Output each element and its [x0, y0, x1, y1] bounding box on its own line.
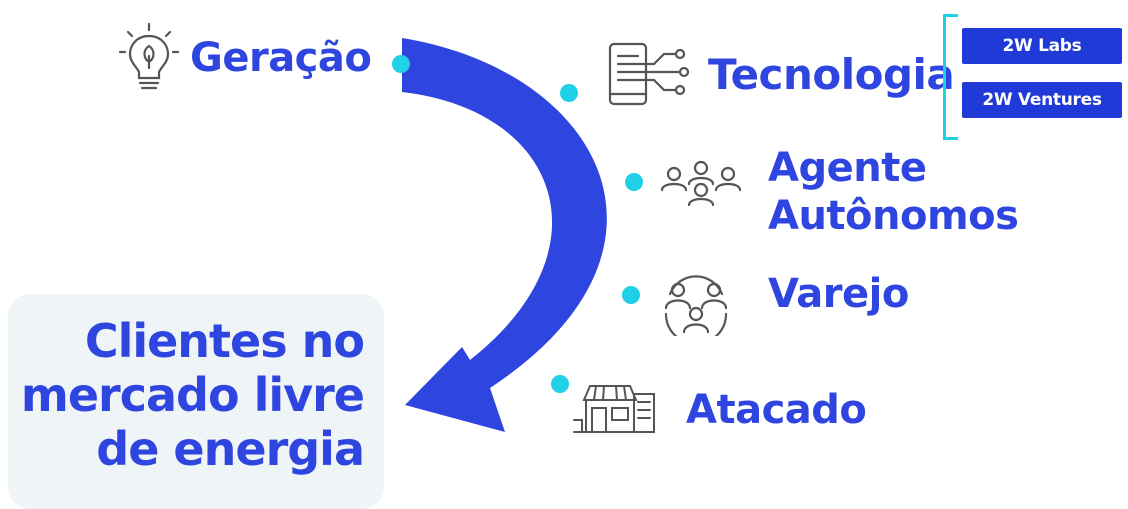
node-dot-geracao	[392, 55, 410, 73]
node-dot-agente	[625, 173, 643, 191]
node-dot-tecnologia	[560, 84, 578, 102]
storefront-icon	[573, 385, 655, 433]
lightbulb-leaf-icon	[118, 22, 180, 90]
label-tecnologia: Tecnologia	[708, 50, 955, 99]
label-atacado: Atacado	[686, 387, 867, 433]
clients-line-2: mercado livre	[20, 368, 365, 422]
clients-line-3: de energia	[96, 422, 365, 476]
label-agente: Agente Autônomos	[768, 144, 1019, 240]
tecnologia-bracket	[943, 14, 958, 140]
tag-2w-ventures: 2W Ventures	[962, 82, 1122, 118]
clients-line-1: Clientes no	[84, 314, 365, 368]
node-dot-atacado	[551, 375, 569, 393]
clients-box: Clientes no mercado livre de energia	[8, 294, 384, 509]
phone-circuit-icon	[608, 42, 690, 106]
label-geracao: Geração	[190, 35, 372, 81]
flow-arrow-body	[402, 38, 607, 432]
people-group-icon	[660, 160, 742, 206]
node-dot-varejo	[622, 286, 640, 304]
label-varejo: Varejo	[768, 271, 909, 317]
tag-2w-labs: 2W Labs	[962, 28, 1122, 64]
clients-label: Clientes no mercado livre de energia	[20, 314, 365, 476]
label-agente-line-2: Autônomos	[768, 193, 1019, 239]
label-agente-line-1: Agente	[768, 145, 927, 191]
people-circle-icon	[664, 275, 728, 336]
